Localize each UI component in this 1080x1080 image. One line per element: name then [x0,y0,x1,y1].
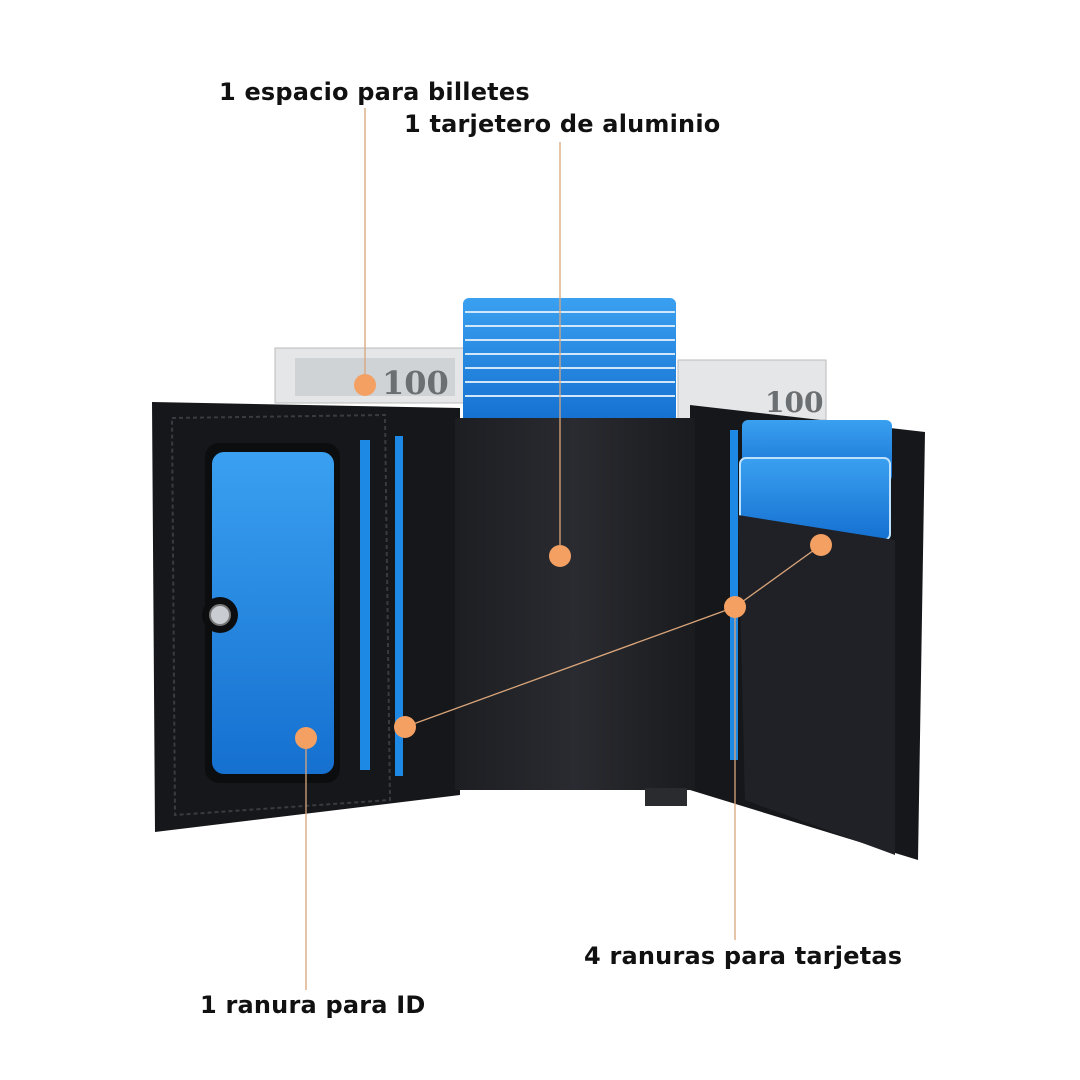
label-id: 1 ranura para ID [200,991,426,1019]
aluminum-case [455,418,695,806]
banknote-left-text: 100 [382,364,449,402]
right-panel [690,405,925,860]
label-aluminum: 1 tarjetero de aluminio [404,110,721,138]
label-cards: 4 ranuras para tarjetas [584,942,903,970]
marker-card-slot-left [394,716,416,738]
marker-card-slot-center [724,596,746,618]
marker-card-slot-right [810,534,832,556]
marker-id [295,727,317,749]
left-panel [152,402,460,832]
leader-lines [305,108,822,990]
marker-bills [354,374,376,396]
marker-aluminum [549,545,571,567]
banknote-right-text: 100 [765,386,823,419]
card-stack [463,298,676,423]
label-bills: 1 espacio para billetes [219,78,530,106]
